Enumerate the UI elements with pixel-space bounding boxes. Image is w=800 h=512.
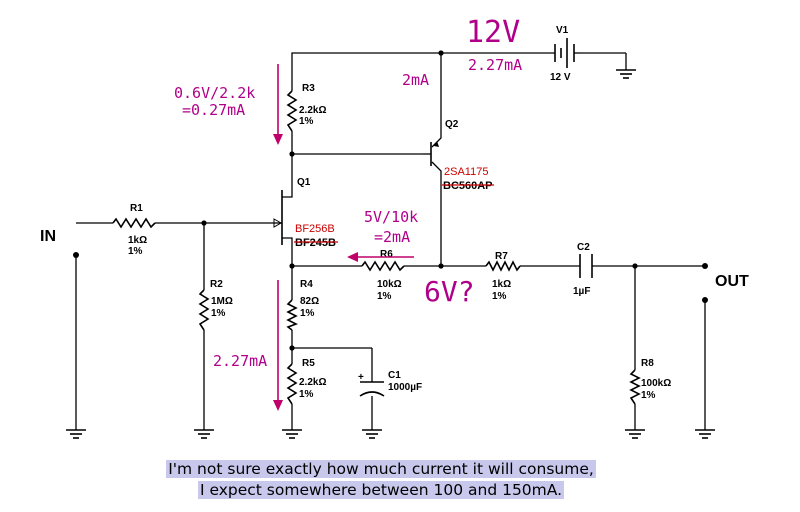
c2-label: C2	[577, 242, 590, 253]
q1-old-part: BF245B	[295, 237, 336, 249]
resistor-r7	[485, 260, 521, 272]
c1-value: 1000µF	[388, 382, 422, 393]
r3-current-annotation-line1: 0.6V/2.2k	[174, 84, 255, 102]
q2-new-part: 2SA1175	[444, 166, 488, 178]
q2-current-annotation: 2mA	[402, 71, 429, 89]
r4-value: 82Ω	[300, 296, 319, 307]
r1-label: R1	[130, 203, 143, 214]
ground-icon	[625, 429, 645, 439]
r8-label: R8	[641, 358, 654, 369]
c1-label: C1	[388, 370, 401, 381]
r4-label: R4	[300, 279, 313, 290]
ground-icon	[66, 429, 86, 439]
r6-value: 10kΩ	[377, 279, 402, 290]
ground-icon	[362, 429, 382, 439]
r8-value: 100kΩ	[641, 378, 671, 389]
r3-tolerance: 1%	[299, 116, 314, 127]
pnp-q2	[423, 141, 439, 166]
r1-value: 1kΩ	[128, 235, 147, 246]
q1-label: Q1	[297, 177, 311, 188]
r7-tolerance: 1%	[492, 291, 507, 302]
r7-label: R7	[495, 251, 508, 262]
r3-value: 2.2kΩ	[299, 105, 326, 116]
q1-new-part: BF256B	[295, 223, 335, 235]
r6-tolerance: 1%	[377, 291, 392, 302]
ground-icon	[282, 429, 302, 439]
c1-polarity: +	[358, 372, 364, 383]
r5-current-annotation: 2.27mA	[213, 352, 267, 370]
v1-label: V1	[556, 25, 569, 36]
r8-tolerance: 1%	[641, 390, 656, 401]
down-arrow-icon	[273, 280, 283, 411]
resistor-r5	[286, 363, 298, 405]
node-voltage-annotation: 6V?	[424, 275, 475, 308]
current-arrows	[273, 64, 414, 411]
ground-symbols	[66, 69, 715, 439]
ground-icon	[194, 429, 214, 439]
v1-value: 12 V	[550, 72, 571, 83]
r6-label: R6	[380, 249, 393, 260]
r7-value: 1kΩ	[492, 279, 511, 290]
question-note: I'm not sure exactly how much current it…	[146, 459, 616, 501]
input-port-label: IN	[40, 228, 56, 245]
supply-current-annotation: 2.27mA	[468, 56, 522, 74]
resistor-r8	[629, 369, 641, 405]
jfet-q1	[273, 190, 283, 245]
r5-tolerance: 1%	[299, 389, 314, 400]
r3-label: R3	[302, 83, 315, 94]
r1-tolerance: 1%	[128, 246, 143, 257]
resistor-r4	[286, 299, 298, 331]
q2-old-part: BC560AP	[443, 180, 493, 192]
down-arrow-icon	[273, 64, 283, 145]
note-line-1: I'm not sure exactly how much current it…	[166, 460, 596, 478]
r3-current-annotation-line2: =0.27mA	[182, 101, 245, 119]
q2-label: Q2	[445, 119, 459, 130]
output-port-label: OUT	[715, 273, 749, 290]
r5-value: 2.2kΩ	[299, 377, 326, 388]
ground-icon	[616, 69, 636, 79]
wires	[75, 52, 706, 430]
left-arrow-icon	[347, 252, 414, 262]
resistors	[112, 90, 641, 405]
junctions	[73, 50, 708, 351]
c2-value: 1µF	[573, 286, 590, 297]
resistor-r6	[361, 260, 405, 272]
r2-value: 1MΩ	[211, 296, 233, 307]
resistor-r2	[198, 289, 210, 331]
r6-current-annotation-line2: =2mA	[374, 228, 410, 246]
r2-label: R2	[210, 279, 223, 290]
capacitor-c2	[579, 254, 593, 278]
resistor-r1	[112, 217, 156, 229]
note-line-2: I expect somewhere between 100 and 150mA…	[197, 481, 565, 499]
r5-label: R5	[302, 358, 315, 369]
r2-tolerance: 1%	[211, 308, 226, 319]
capacitor-c1	[359, 381, 385, 397]
ground-icon	[695, 429, 715, 439]
resistor-r3	[286, 90, 298, 132]
r4-tolerance: 1%	[300, 308, 315, 319]
battery-v1	[554, 38, 580, 68]
r6-current-annotation-line1: 5V/10k	[364, 208, 418, 226]
supply-voltage-annotation: 12V	[466, 15, 520, 50]
